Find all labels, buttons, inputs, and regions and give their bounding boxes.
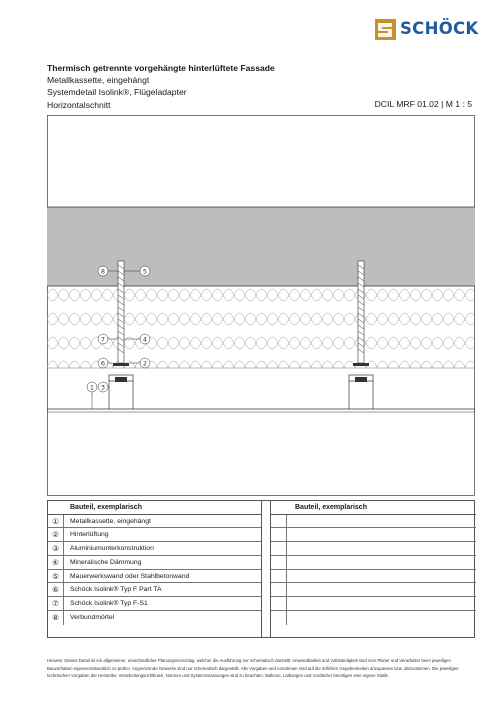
legend-row-empty xyxy=(271,611,476,625)
svg-text:7: 7 xyxy=(101,336,105,344)
legend-table: Bauteil, exemplarisch ① Metallkassette, e… xyxy=(47,500,476,638)
svg-text:2: 2 xyxy=(143,360,147,368)
callout-5: 5 xyxy=(124,265,151,277)
legend-num: ② xyxy=(48,528,64,542)
mineral-insulation xyxy=(47,286,475,368)
legend-label: Schöck Isolink® Typ F Part TA xyxy=(70,586,162,594)
legend-num: ⑧ xyxy=(48,611,64,625)
legend-label: Verbundmörtel xyxy=(70,614,115,622)
legend-row-empty xyxy=(271,597,476,612)
callout-3: 3 xyxy=(97,381,109,393)
disclaimer-note: Hinweis: Dieses Detail ist ein allgemein… xyxy=(47,658,459,679)
callout-2: 2 xyxy=(129,357,151,369)
legend-label: Schöck Isolink® Typ F-S1 xyxy=(70,600,148,608)
svg-text:3: 3 xyxy=(101,384,105,392)
callout-8: 8 xyxy=(97,265,118,277)
svg-text:8: 8 xyxy=(101,268,105,276)
legend-row: ① Metallkassette, eingehängt xyxy=(48,514,261,529)
section-drawing-svg: 8 5 7 4 6 xyxy=(47,115,475,496)
svg-text:4: 4 xyxy=(143,336,147,344)
legend-row-empty xyxy=(271,528,476,543)
legend-num-empty xyxy=(271,597,287,611)
subtitle-line-3: Horizontalschnitt xyxy=(47,99,111,110)
svg-text:6: 6 xyxy=(101,360,105,368)
legend-num: ① xyxy=(48,514,64,528)
legend-label: Mauerwerkswand oder Stahlbetonwand xyxy=(70,572,190,580)
legend-column-left: Bauteil, exemplarisch ① Metallkassette, e… xyxy=(48,501,262,637)
page-title: Thermisch getrennte vorgehängte hinterlü… xyxy=(47,63,275,73)
brand-name: SCHÖCK xyxy=(400,19,479,38)
legend-header-left: Bauteil, exemplarisch xyxy=(48,501,261,515)
legend-num: ⑦ xyxy=(48,597,64,611)
legend-num-empty xyxy=(271,583,287,597)
schoeck-logo-mark-icon xyxy=(375,19,396,40)
svg-text:5: 5 xyxy=(143,268,147,276)
legend-row-empty xyxy=(271,514,476,529)
svg-text:1: 1 xyxy=(90,384,94,392)
legend-row-empty xyxy=(271,583,476,598)
anchor-left xyxy=(108,260,134,409)
legend-num-empty xyxy=(271,611,287,625)
legend-row-empty xyxy=(271,542,476,556)
legend-row: ⑤ Mauerwerkswand oder Stahlbetonwand xyxy=(48,569,261,584)
legend-num: ⑥ xyxy=(48,583,64,597)
callout-7: 7 xyxy=(97,333,118,345)
drawing-code: DCIL MRF 01.02 | M 1 : 5 xyxy=(374,99,472,109)
title-block: Thermisch getrennte vorgehängte hinterlü… xyxy=(47,62,467,111)
legend-label: Metallkassette, eingehängt xyxy=(70,517,151,525)
legend-row: ④ Mineralische Dämmung xyxy=(48,555,261,570)
legend-num-empty xyxy=(271,555,287,569)
schoeck-logo xyxy=(374,18,484,42)
legend-row: ③ Aluminiumunterkonstruktion xyxy=(48,542,261,556)
callout-6: 6 xyxy=(97,357,113,369)
legend-row: ⑥ Schöck Isolink® Typ F Part TA xyxy=(48,583,261,598)
subtitle-line-2: Systemdetail Isolink®, Flügeladapter xyxy=(47,87,187,98)
legend-num: ③ xyxy=(48,542,64,555)
legend-row: ⑧ Verbundmörtel xyxy=(48,611,261,625)
masonry-wall xyxy=(47,207,475,286)
legend-num: ④ xyxy=(48,555,64,569)
legend-row-empty xyxy=(271,555,476,570)
legend-num-empty xyxy=(271,514,287,528)
callout-1: 1 xyxy=(86,381,98,409)
legend-row: ⑦ Schöck Isolink® Typ F-S1 xyxy=(48,597,261,612)
legend-row: ② Hinterlüftung xyxy=(48,528,261,543)
legend-num-empty xyxy=(271,542,287,555)
legend-num-empty xyxy=(271,569,287,583)
section-drawing: 8 5 7 4 6 xyxy=(47,115,475,496)
legend-label: Hinterlüftung xyxy=(70,531,109,539)
legend-num-empty xyxy=(271,528,287,542)
legend-header-right: Bauteil, exemplarisch xyxy=(271,501,476,515)
legend-column-right: Bauteil, exemplarisch xyxy=(270,501,476,637)
legend-num: ⑤ xyxy=(48,569,64,583)
legend-label: Aluminiumunterkonstruktion xyxy=(70,545,154,553)
legend-label: Mineralische Dämmung xyxy=(70,558,142,566)
anchor-right xyxy=(348,260,374,409)
legend-row-empty xyxy=(271,569,476,584)
subtitle-line-1: Metallkassette, eingehängt xyxy=(47,75,150,85)
callout-4: 4 xyxy=(124,333,151,345)
